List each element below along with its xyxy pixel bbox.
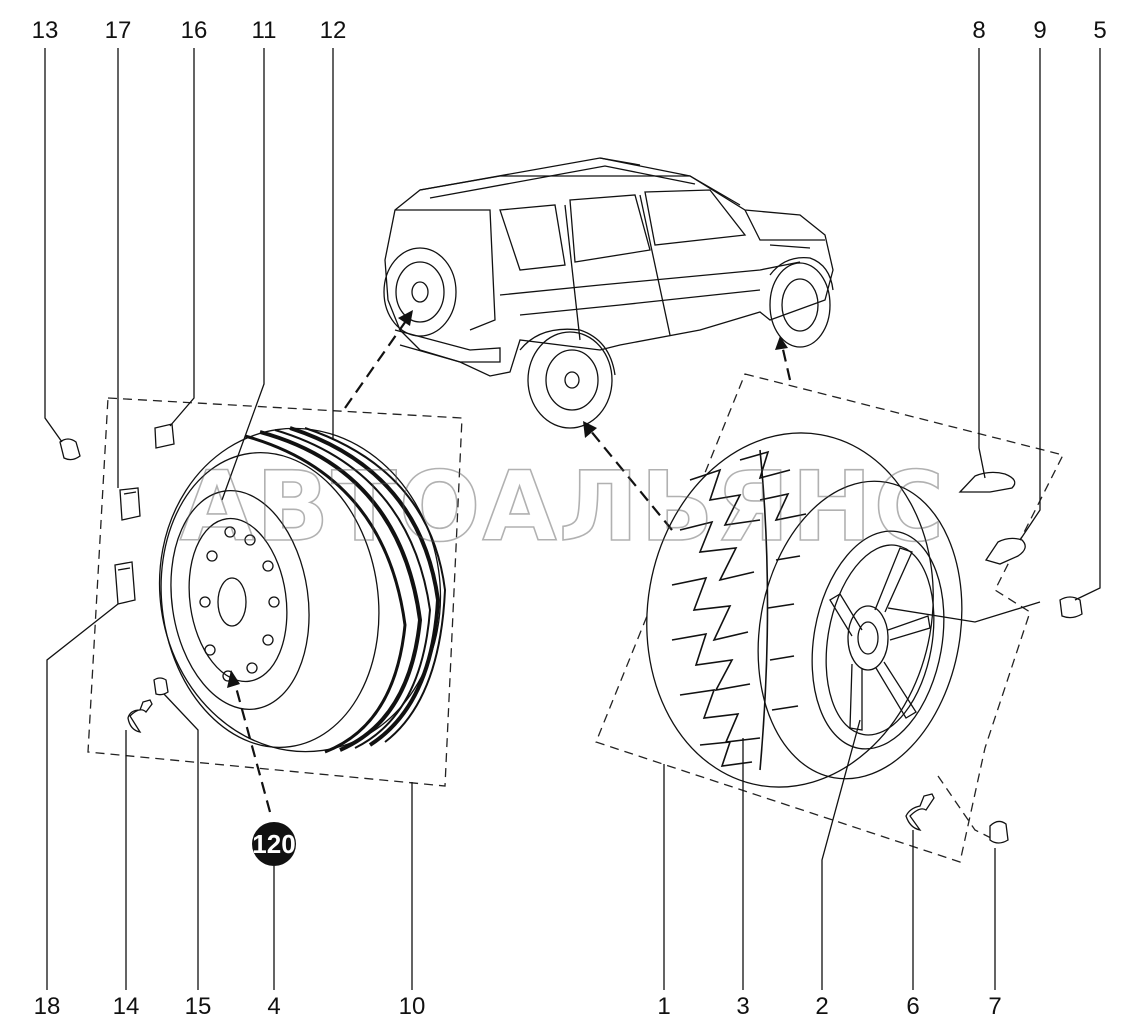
callout-9: 9 — [1033, 17, 1046, 44]
callout-5: 5 — [1093, 17, 1106, 44]
alloy-wheel-with-tire — [646, 432, 963, 788]
callout-18: 18 — [34, 993, 61, 1020]
steel-wheel-with-tire — [158, 426, 447, 754]
part-13-cap — [59, 438, 81, 461]
position-arrows — [227, 310, 792, 813]
callout-1: 1 — [657, 993, 670, 1020]
watermark: АВТОАЛЬЯНС — [180, 451, 946, 563]
part-8-weight — [958, 471, 1016, 493]
callout-13: 13 — [32, 17, 59, 44]
left-kit-frame — [87, 397, 463, 787]
part-6-valve — [905, 793, 935, 831]
part-18-clip — [114, 561, 136, 605]
part-16-plug — [154, 423, 175, 449]
part-5-cap — [1059, 596, 1083, 619]
callout-numbers: 13 17 16 11 12 8 9 5 18 14 15 4 10 1 3 2… — [32, 17, 1107, 1020]
leader-lines — [44, 48, 1101, 990]
callout-8: 8 — [972, 17, 985, 44]
callout-17: 17 — [105, 17, 132, 44]
callout-3: 3 — [736, 993, 749, 1020]
rim-spokes — [829, 547, 931, 731]
callout-12: 12 — [320, 17, 347, 44]
callout-2: 2 — [815, 993, 828, 1020]
callout-14: 14 — [113, 993, 140, 1020]
part-7-cap — [989, 820, 1009, 844]
callout-15: 15 — [185, 993, 212, 1020]
callout-7: 7 — [988, 993, 1001, 1020]
speed-badge-value: 120 — [252, 829, 295, 859]
callout-10: 10 — [399, 993, 426, 1020]
suv-illustration — [383, 157, 834, 429]
rim-vent-holes — [199, 526, 280, 682]
speed-index-badge: 120 — [252, 822, 296, 866]
callout-11: 11 — [252, 17, 277, 44]
callout-4: 4 — [267, 993, 280, 1020]
part-17-clip — [119, 487, 141, 521]
part-9-weight — [984, 537, 1026, 565]
callout-16: 16 — [181, 17, 208, 44]
part-15-cap — [153, 677, 169, 696]
right-kit-frame — [595, 373, 1064, 863]
part-14-valve — [127, 699, 153, 733]
callout-6: 6 — [906, 993, 919, 1020]
